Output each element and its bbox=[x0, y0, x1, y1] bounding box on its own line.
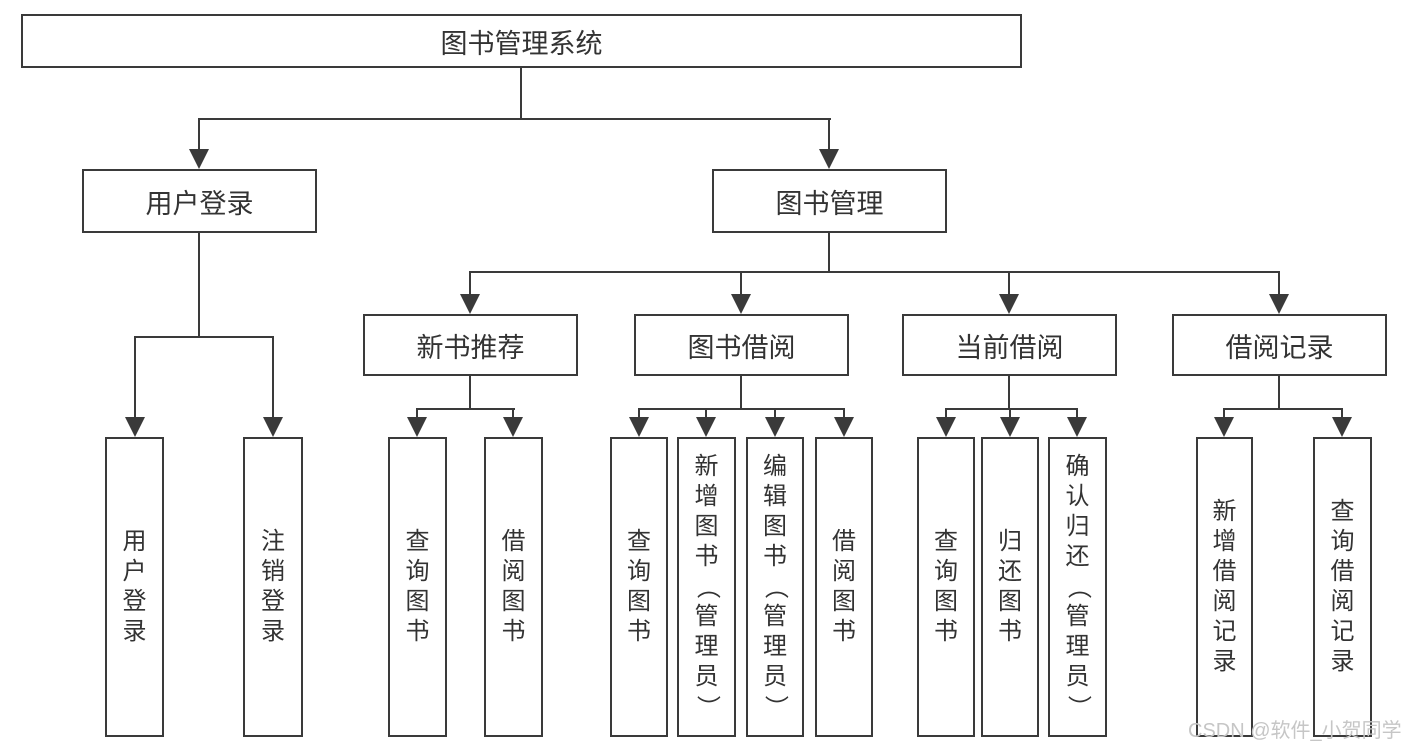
connector-arrow-query-books-current bbox=[936, 408, 956, 437]
node-borrowing-records: 借阅记录 bbox=[1172, 314, 1387, 376]
connector-arrow-book-management bbox=[819, 118, 839, 169]
leaf-confirm-return-admin-label: 确认归还（管理员） bbox=[1064, 453, 1092, 719]
leaf-borrow-books-borrowing-label: 借阅图书 bbox=[832, 528, 856, 645]
leaf-return-books-label: 归还图书 bbox=[998, 528, 1022, 645]
leaf-query-borrow-record: 查询借阅记录 bbox=[1313, 437, 1372, 737]
connector-book-management-stub bbox=[828, 233, 830, 273]
connector-user-login-bar bbox=[134, 336, 274, 338]
leaf-add-borrow-record: 新增借阅记录 bbox=[1196, 437, 1253, 737]
connector-arrow-query-books-recommend bbox=[407, 408, 427, 437]
leaf-borrow-books-borrowing: 借阅图书 bbox=[815, 437, 873, 737]
node-current-borrowing: 当前借阅 bbox=[902, 314, 1117, 376]
node-book-borrowing-label: 图书借阅 bbox=[687, 332, 796, 363]
leaf-borrow-books-recommend: 借阅图书 bbox=[484, 437, 543, 737]
node-book-management-label: 图书管理 bbox=[775, 188, 884, 219]
leaf-query-books-current-label: 查询图书 bbox=[934, 528, 958, 645]
connector-level1-bar bbox=[198, 118, 831, 120]
leaf-add-borrow-record-label: 新增借阅记录 bbox=[1212, 498, 1237, 675]
leaf-user-login: 用户登录 bbox=[105, 437, 164, 737]
node-user-login: 用户登录 bbox=[82, 169, 317, 233]
node-user-login-label: 用户登录 bbox=[145, 188, 254, 219]
connector-arrow-add-borrow-record bbox=[1214, 408, 1234, 437]
connector-arrow-return-books bbox=[1000, 408, 1020, 437]
node-library-management-system-label: 图书管理系统 bbox=[440, 28, 603, 59]
connector-arrow-borrow-books-borrowing bbox=[834, 408, 854, 437]
connector-borrowing-stub bbox=[740, 376, 742, 410]
connector-borrowing-bar bbox=[638, 408, 845, 410]
leaf-edit-books-admin-label: 编辑图书（管理员） bbox=[762, 453, 789, 719]
connector-records-stub bbox=[1278, 376, 1280, 410]
connector-arrow-user-login bbox=[189, 118, 209, 169]
connector-arrow-borrow-books-recommend bbox=[503, 408, 523, 437]
connector-arrow-book-borrowing bbox=[731, 271, 751, 314]
connector-current-bar bbox=[945, 408, 1078, 410]
leaf-return-books: 归还图书 bbox=[981, 437, 1039, 737]
leaf-query-books-borrowing-label: 查询图书 bbox=[627, 528, 651, 645]
connector-arrow-add-books-admin bbox=[696, 408, 716, 437]
node-book-borrowing: 图书借阅 bbox=[634, 314, 849, 376]
leaf-query-books-recommend: 查询图书 bbox=[388, 437, 447, 737]
leaf-add-books-admin-label: 新增图书（管理员） bbox=[693, 453, 721, 719]
connector-root-stub bbox=[520, 68, 522, 119]
connector-arrow-query-borrow-record bbox=[1332, 408, 1352, 437]
node-current-borrowing-label: 当前借阅 bbox=[955, 332, 1064, 363]
leaf-query-books-recommend-label: 查询图书 bbox=[405, 528, 430, 645]
leaf-user-login-label: 用户登录 bbox=[122, 528, 147, 645]
leaf-query-books-borrowing: 查询图书 bbox=[610, 437, 668, 737]
connector-user-login-stub bbox=[198, 233, 200, 338]
connector-arrow-edit-books-admin bbox=[765, 408, 785, 437]
leaf-logout: 注销登录 bbox=[243, 437, 303, 737]
connector-arrow-confirm-return-admin bbox=[1067, 408, 1087, 437]
connector-records-bar bbox=[1223, 408, 1343, 410]
connector-arrow-leaf-user-login bbox=[125, 336, 145, 437]
node-library-management-system: 图书管理系统 bbox=[21, 14, 1022, 68]
leaf-add-books-admin: 新增图书（管理员） bbox=[677, 437, 736, 737]
node-new-book-recommend: 新书推荐 bbox=[363, 314, 578, 376]
leaf-logout-label: 注销登录 bbox=[261, 528, 285, 645]
leaf-query-borrow-record-label: 查询借阅记录 bbox=[1330, 498, 1355, 675]
leaf-borrow-books-recommend-label: 借阅图书 bbox=[501, 528, 526, 645]
connector-recommend-stub bbox=[469, 376, 471, 410]
connector-arrow-current-borrowing bbox=[999, 271, 1019, 314]
leaf-edit-books-admin: 编辑图书（管理员） bbox=[746, 437, 804, 737]
node-borrowing-records-label: 借阅记录 bbox=[1225, 332, 1334, 363]
node-new-book-recommend-label: 新书推荐 bbox=[416, 332, 525, 363]
connector-arrow-new-book-recommend bbox=[460, 271, 480, 314]
connector-recommend-bar bbox=[416, 408, 515, 410]
connector-level2-bar bbox=[469, 271, 1280, 273]
connector-arrow-query-books-borrowing bbox=[629, 408, 649, 437]
csdn-watermark: CSDN @软件_小贺同学 bbox=[1188, 720, 1402, 742]
connector-arrow-leaf-logout bbox=[263, 336, 283, 437]
node-book-management: 图书管理 bbox=[712, 169, 947, 233]
leaf-confirm-return-admin: 确认归还（管理员） bbox=[1048, 437, 1107, 737]
leaf-query-books-current: 查询图书 bbox=[917, 437, 975, 737]
connector-current-stub bbox=[1008, 376, 1010, 410]
connector-arrow-borrowing-records bbox=[1269, 271, 1289, 314]
